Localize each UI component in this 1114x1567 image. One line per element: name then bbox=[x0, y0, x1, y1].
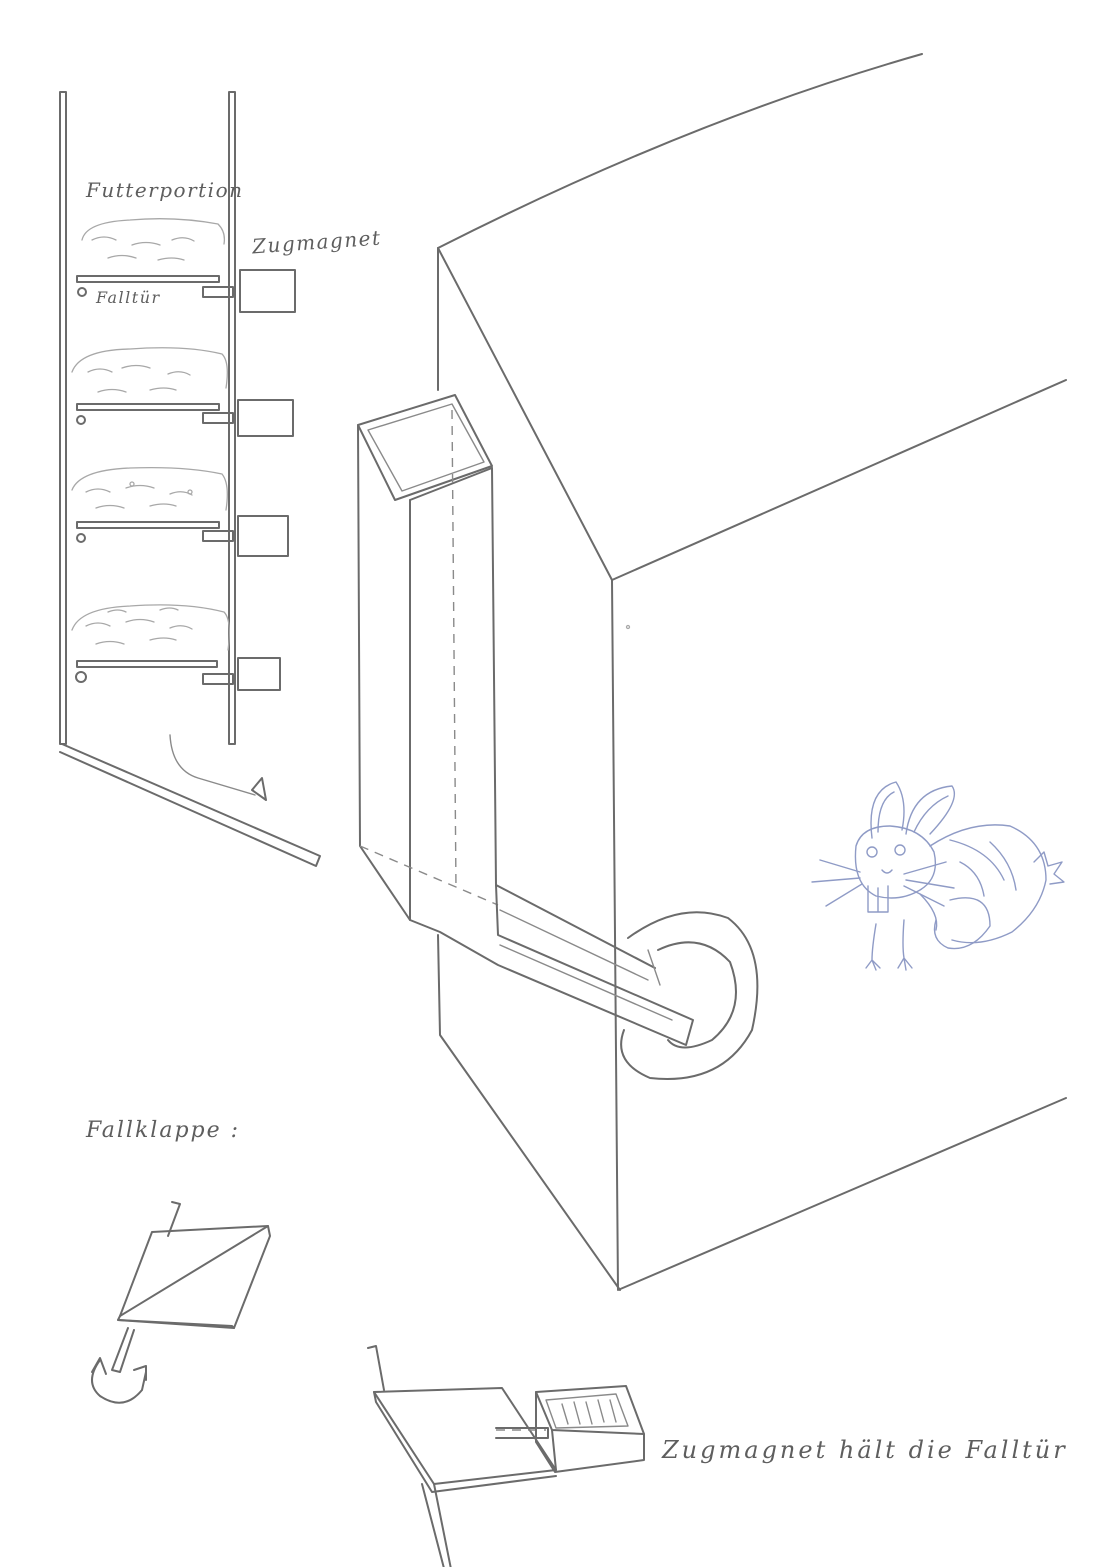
trapdoor-hinge bbox=[76, 533, 86, 543]
magazine-left-wall bbox=[59, 91, 67, 745]
food-path-arrow bbox=[169, 734, 256, 796]
trapdoor-detail bbox=[91, 1201, 271, 1404]
pull-magnet bbox=[237, 657, 281, 691]
pull-magnet bbox=[237, 515, 289, 557]
feeding-bowl bbox=[620, 911, 759, 1080]
label-falltuer: Falltür bbox=[96, 288, 161, 307]
magnet-plunger bbox=[202, 530, 234, 542]
feed-portion bbox=[71, 604, 230, 651]
feed-portion bbox=[71, 347, 228, 393]
latch-plunger bbox=[495, 1427, 549, 1439]
magazine-floor-plank bbox=[59, 743, 321, 867]
latch-hinge-rod-top bbox=[367, 1345, 385, 1391]
hutch-top-edge bbox=[437, 53, 923, 249]
trapdoor-hinge bbox=[75, 671, 87, 683]
trapdoor bbox=[76, 660, 218, 668]
rabbit-hutch bbox=[437, 53, 1067, 1291]
feeding-bowl-inner bbox=[657, 941, 737, 1049]
pull-magnet bbox=[237, 399, 294, 437]
hinge-rod-top bbox=[167, 1201, 181, 1237]
hutch-front-edge bbox=[611, 579, 1067, 1291]
chute-left-side bbox=[357, 424, 411, 921]
latch-hinge-rod-bottom bbox=[421, 1483, 452, 1567]
magazine-right-wall bbox=[228, 91, 236, 745]
hutch-corner-lower bbox=[437, 934, 621, 1291]
chute-right-edge bbox=[491, 467, 656, 969]
hutch-roof-edge bbox=[437, 247, 1067, 581]
feed-magazine bbox=[59, 91, 321, 867]
latch-trapdoor-plate bbox=[373, 1387, 557, 1485]
pull-magnet bbox=[239, 269, 296, 313]
chute-front-top bbox=[409, 467, 493, 501]
trapdoor bbox=[76, 403, 220, 411]
food-path-arrowhead bbox=[251, 777, 267, 801]
trapdoor-plate-top bbox=[119, 1225, 269, 1317]
magnet-plunger bbox=[202, 673, 234, 685]
chute-opening bbox=[357, 394, 493, 501]
magnet-plunger bbox=[202, 286, 234, 298]
label-fallklappe: Fallklappe : bbox=[86, 1118, 241, 1143]
trapdoor bbox=[76, 521, 220, 529]
magnet-plunger bbox=[202, 412, 234, 424]
chute-slide bbox=[409, 884, 694, 1046]
label-caption: Zugmagnet hält die Falltür bbox=[662, 1436, 1068, 1464]
magnet-latch-detail bbox=[367, 1345, 645, 1567]
label-futterportion: Futterportion bbox=[86, 178, 244, 202]
trapdoor-hinge bbox=[77, 287, 87, 297]
trapdoor-hinge bbox=[76, 415, 86, 425]
feed-chute bbox=[357, 394, 759, 1080]
hinge-rod-bottom bbox=[111, 1327, 135, 1373]
feed-portion bbox=[71, 466, 228, 511]
rabbit-sketch bbox=[811, 781, 1065, 971]
feed-portion bbox=[81, 218, 226, 261]
latch-magnet-body bbox=[535, 1385, 645, 1473]
trapdoor bbox=[76, 275, 220, 283]
rotation-arrow-icon bbox=[91, 1359, 147, 1404]
trapdoor-plate bbox=[117, 1225, 271, 1329]
